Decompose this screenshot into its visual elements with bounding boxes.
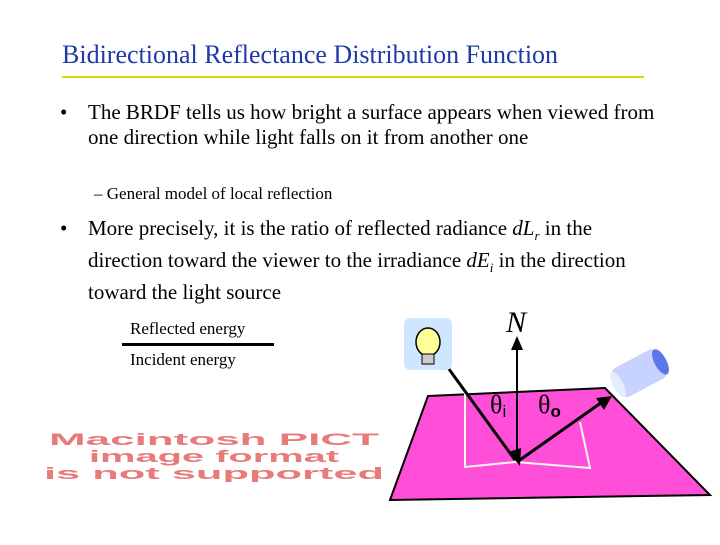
text-part1: More precisely, it is the ratio of refle… (88, 216, 513, 240)
normal-label: N (505, 306, 528, 339)
dEi-symbol: dE (466, 248, 490, 273)
dLr-symbol: dL (512, 216, 535, 240)
normal-arrowhead (511, 336, 523, 350)
reflection-plane-outline (514, 421, 592, 470)
reflected-ray (516, 398, 606, 464)
theta-o-label: θo (538, 390, 561, 421)
viewer-camera-icon (610, 349, 669, 398)
reflected-arrowhead (596, 396, 612, 410)
bullet-text: More precisely, it is the ratio of refle… (88, 216, 668, 305)
text-part2: in the direction toward the viewer to th… (88, 216, 593, 273)
incidence-plane-outline (464, 390, 516, 469)
unsupported-pict-placeholder: Macintosh PICT image format is not suppo… (42, 430, 386, 482)
title-underline (62, 76, 644, 78)
light-bulb-icon (404, 318, 452, 370)
dLr-subscript: r (534, 228, 540, 244)
dEi-subscript: i (489, 260, 494, 276)
fraction-numerator: Reflected energy (130, 319, 246, 338)
slide-title: Bidirectional Reflectance Distribution F… (62, 40, 559, 69)
bullet-text: The BRDF tells us how bright a surface a… (88, 100, 655, 149)
bullet-marker: • (60, 216, 68, 240)
fraction-denominator: Incident energy (130, 350, 236, 369)
surface-plane (388, 386, 713, 502)
fraction-line (122, 343, 274, 346)
pict-line-2: image format (89, 447, 340, 466)
pict-line-3: is not supported (44, 464, 384, 482)
incident-ray (436, 353, 517, 461)
bullet-marker: • (60, 100, 68, 124)
sub-bullet-general-model: – General model of local reflection (94, 184, 333, 203)
theta-i-label: θi (490, 390, 506, 421)
brdf-diagram: N θi θo (380, 290, 720, 540)
text-part3: in the direction toward the light source (88, 248, 626, 305)
pict-line-1: Macintosh PICT (49, 430, 381, 449)
